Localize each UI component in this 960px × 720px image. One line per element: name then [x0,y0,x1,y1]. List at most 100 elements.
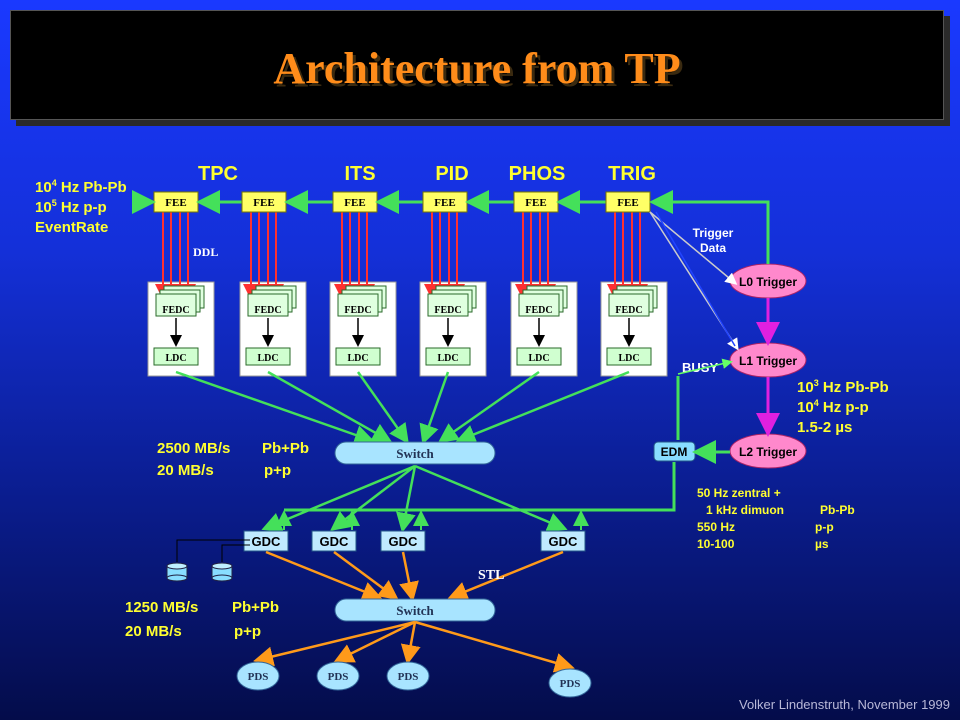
gdc-switch-link [399,551,419,602]
ldc-label: LDC [347,353,368,364]
ldc-box [153,347,199,366]
fedc-label: FEDC [434,305,461,316]
fedc-card [608,293,650,317]
svg-text:EventRate: EventRate [35,219,108,236]
l1-trigger: L1 Trigger [729,342,807,378]
svg-text:10-100: 10-100 [697,537,735,551]
ldc-label: LDC [618,353,639,364]
svg-text:1.5-2 µs: 1.5-2 µs [797,419,852,436]
switch-pds-link [333,620,416,663]
fee-label: FEE [253,197,274,209]
svg-text:104 Hz p-p: 104 Hz p-p [797,398,869,416]
trigger-return-line [649,190,770,264]
svg-text:20 MB/s: 20 MB/s [125,623,182,640]
storage-switch: Switch [334,598,496,622]
gdc-box [243,530,289,552]
fedc-label: FEDC [162,305,189,316]
detector-label-tpc: TPC [198,163,238,185]
gdc-node: GDC [414,464,589,601]
detector-column: FEDC LDC FEE [239,190,393,443]
ldc-label: LDC [257,353,278,364]
ldc-box [516,347,562,366]
svg-text:20 MB/s: 20 MB/s [157,462,214,479]
gdc-node: GDC [243,464,416,601]
svg-text:550 Hz: 550 Hz [697,520,735,534]
pds-ellipse [548,668,592,698]
ldc-box [245,347,291,366]
detector-column: FEDC LDC FEE [329,190,423,445]
svg-text:104 Hz Pb-Pb: 104 Hz Pb-Pb [35,178,127,196]
l2-trigger: L2 Trigger [729,433,807,469]
gdc-box [540,530,586,552]
fee-label: FEE [344,197,365,209]
trigger-data-label: Trigger Data [693,226,734,255]
svg-text:Pb+Pb: Pb+Pb [262,440,309,457]
ldc-box [335,347,381,366]
gdc-switch-link [265,550,383,601]
fee-label: FEE [165,197,186,209]
title-banner: Architecture from TP [10,10,944,120]
svg-text:1 kHz dimuon: 1 kHz dimuon [706,503,784,517]
svg-text:L1 Trigger: L1 Trigger [739,354,797,368]
fedc-label: FEDC [254,305,281,316]
detector-label-phos: PHOS [509,163,566,185]
ldc-switch-link [455,370,630,444]
fedc-card [155,293,197,317]
ldc-box [606,347,652,366]
ddl-label: DDL [193,245,218,259]
disk-icon [211,562,233,582]
fedc-label: FEDC [525,305,552,316]
l2-rate-note: 50 Hz zentral + 1 kHz dimuon Pb-Pb 550 H… [697,486,855,551]
gdc-box [311,530,357,552]
svg-text:EDM: EDM [661,445,688,459]
svg-text:Switch: Switch [396,603,434,618]
gdc-label: GDC [320,534,350,549]
pds-node: PDS [236,620,416,691]
pds-label: PDS [328,671,349,683]
page-title: Architecture from TP [273,44,681,93]
svg-text:2500 MB/s: 2500 MB/s [157,440,230,457]
disk-link [221,544,250,562]
svg-text:Trigger: Trigger [693,226,734,240]
footer-credit: Volker Lindenstruth, November 1999 [738,697,950,712]
ldc-switch-link [419,371,450,445]
l1-rate-note: 103 Hz Pb-Pb 104 Hz p-p 1.5-2 µs [797,378,889,436]
svg-text:p+p: p+p [234,623,261,640]
event-building-switch: Switch [334,441,496,465]
ldc-label: LDC [528,353,549,364]
ldc-box [425,347,471,366]
switch-pds-link [414,620,575,673]
switch-pds-link [400,621,421,665]
switch-pds-link [253,620,416,667]
pds-node: PDS [386,621,430,691]
ldc-switch-link [175,370,375,445]
pds-node: PDS [414,620,592,698]
disk-icon [166,562,188,582]
svg-text:L2 Trigger: L2 Trigger [739,445,797,459]
fee-label: FEE [525,197,546,209]
edm-to-gdc-line [284,462,676,512]
svg-text:1250 MB/s: 1250 MB/s [125,599,198,616]
stl-label: STL [478,568,504,583]
gdc-label: GDC [389,534,419,549]
svg-text:Pb-Pb: Pb-Pb [820,503,855,517]
detector-column: FEDC LDC FEE [437,190,606,443]
svg-text:Pb+Pb: Pb+Pb [232,599,279,616]
svg-text:p-p: p-p [815,520,834,534]
switch-gdc-link [330,465,416,532]
pds-ellipse [236,661,280,691]
detector-label-pid: PID [435,163,468,185]
fedc-card [518,293,560,317]
trigger-data-line-3 [655,211,736,347]
disk-link [176,539,250,562]
pds-ellipse [316,661,360,691]
svg-text:L0 Trigger: L0 Trigger [739,275,797,289]
fedc-label: FEDC [344,305,371,316]
ldc-label: LDC [165,353,186,364]
svg-text:p+p: p+p [264,462,291,479]
svg-text:105 Hz p-p: 105 Hz p-p [35,198,107,216]
